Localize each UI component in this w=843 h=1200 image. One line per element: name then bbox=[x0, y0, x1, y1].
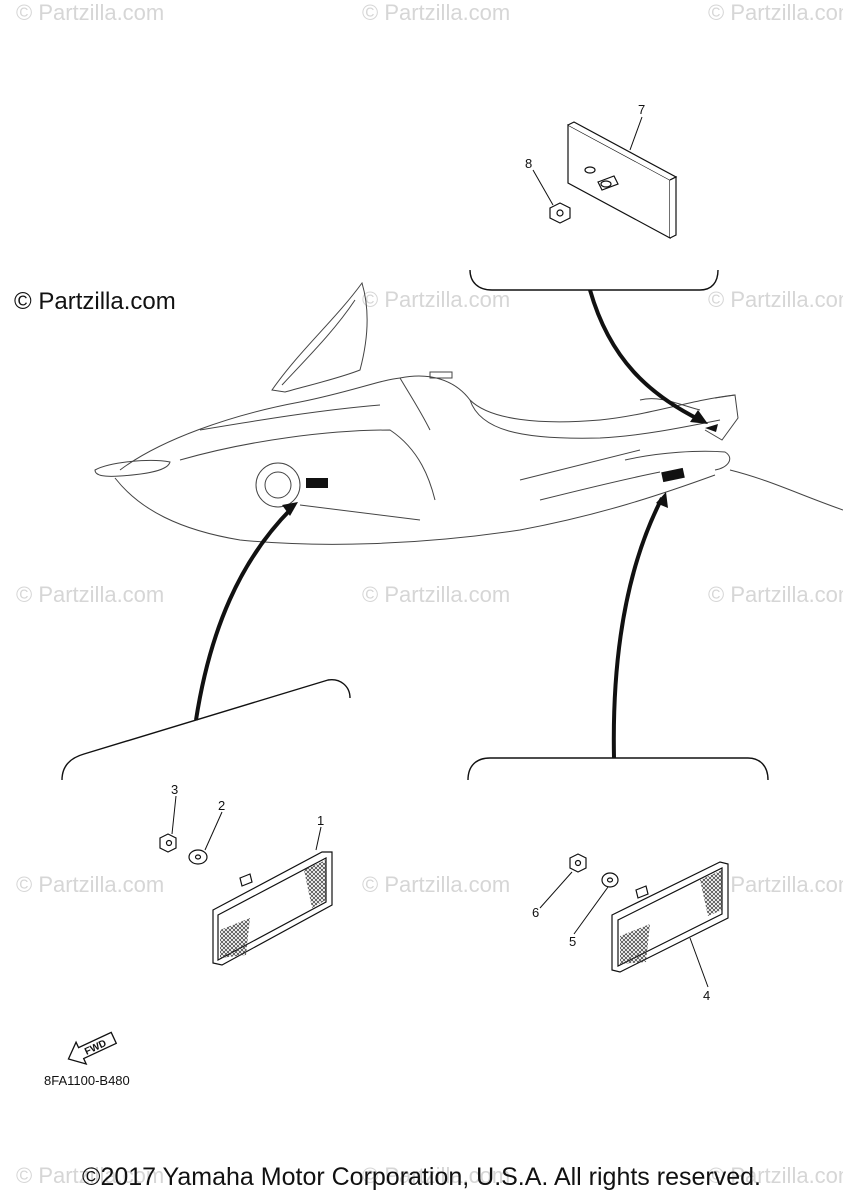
washer-part-5 bbox=[601, 872, 619, 888]
watermark: © Partzilla.com bbox=[16, 0, 165, 25]
callout-number: 3 bbox=[171, 782, 178, 797]
watermark: © Partzilla.com bbox=[362, 872, 511, 897]
footer-copyright: ©2017 Yamaha Motor Corporation, U.S.A. A… bbox=[82, 1163, 761, 1191]
callout-leaders bbox=[171, 116, 709, 988]
watermark: © Partzilla.com bbox=[708, 872, 843, 897]
partzilla-copyright: © Partzilla.com bbox=[14, 288, 176, 315]
pointer-arrows bbox=[194, 289, 701, 759]
watermark: © Partzilla.com bbox=[708, 0, 843, 25]
reflector-position-marker bbox=[661, 467, 685, 483]
nut-part-8 bbox=[549, 202, 571, 224]
arrow-heads bbox=[282, 410, 708, 516]
callout-number: 1 bbox=[317, 813, 324, 828]
reflector-part-1 bbox=[212, 851, 333, 966]
detail-frames bbox=[61, 269, 769, 781]
nut-part-3 bbox=[159, 833, 177, 853]
reflector-position-marker bbox=[306, 478, 328, 488]
watermark: © Partzilla.com bbox=[708, 1163, 843, 1188]
watermark: © Partzilla.com bbox=[16, 1163, 165, 1188]
nut-part-6 bbox=[569, 853, 587, 873]
callout-number: 5 bbox=[569, 934, 576, 949]
watermark: © Partzilla.com bbox=[362, 287, 511, 312]
watermark: © Partzilla.com bbox=[362, 1163, 511, 1188]
watermark: © Partzilla.com bbox=[708, 287, 843, 312]
diagram-code: 8FA1100-B480 bbox=[44, 1073, 130, 1088]
fwd-label: FWD bbox=[83, 1038, 108, 1058]
fwd-arrow-icon: FWD bbox=[67, 1031, 118, 1065]
watermark: © Partzilla.com bbox=[708, 582, 843, 607]
washer-part-2 bbox=[188, 849, 208, 865]
watermark: © Partzilla.com bbox=[16, 872, 165, 897]
license-plate-position-marker bbox=[705, 424, 718, 432]
callout-number: 4 bbox=[703, 988, 710, 1003]
license-plate-part bbox=[567, 121, 678, 240]
callout-number: 7 bbox=[638, 102, 645, 117]
watermark: © Partzilla.com bbox=[362, 0, 511, 25]
watermark: © Partzilla.com bbox=[16, 582, 165, 607]
snowmobile-illustration bbox=[94, 281, 843, 545]
watermark: © Partzilla.com bbox=[362, 582, 511, 607]
callout-number: 8 bbox=[525, 156, 532, 171]
callout-number: 2 bbox=[218, 798, 225, 813]
reflector-part-4 bbox=[611, 861, 729, 973]
callout-number: 6 bbox=[532, 905, 539, 920]
